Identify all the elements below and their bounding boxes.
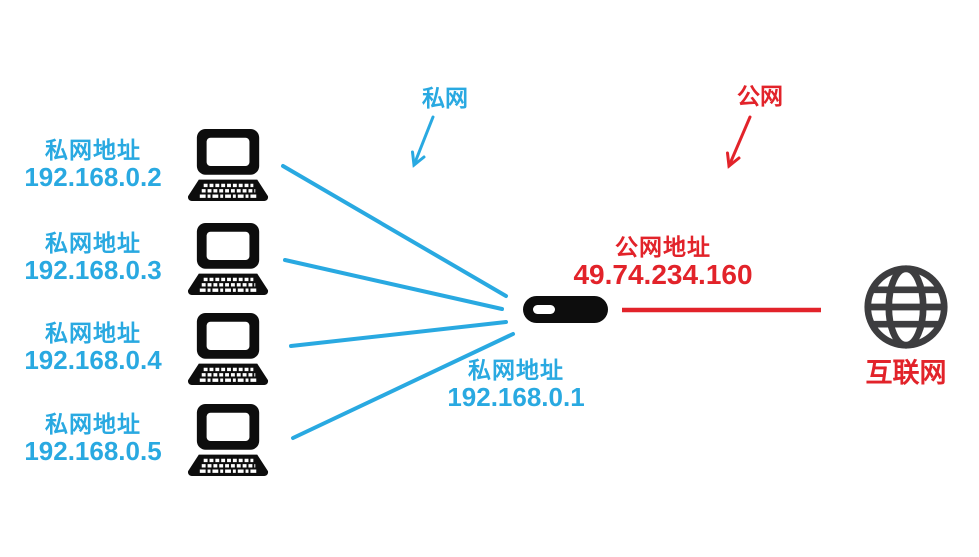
client-3-address-title: 私网地址 [45,320,141,346]
router-private-address-title: 私网地址 [468,357,564,383]
laptop-icon [186,403,270,477]
legend-public-label: 公网 [737,83,783,109]
laptop-icon [186,312,270,386]
private-link-line-2 [283,258,504,311]
router-private-address: 私网地址 192.168.0.1 [396,357,636,411]
client-1-address-title: 私网地址 [45,137,141,163]
router-public-ip: 49.74.234.160 [573,259,753,290]
router-public-address: 公网地址 49.74.234.160 [543,234,783,290]
globe-icon [864,265,948,349]
router-icon [523,296,608,323]
laptop-icon [186,128,270,202]
router-private-ip: 192.168.0.1 [447,382,585,412]
client-4-ip: 192.168.0.5 [24,436,162,466]
laptop-icon [186,222,270,296]
client-3-ip: 192.168.0.4 [24,345,162,375]
router-slot [533,305,555,314]
client-2-address-title: 私网地址 [45,230,141,256]
router-public-address-title: 公网地址 [615,234,711,260]
client-4-address-title: 私网地址 [45,411,141,437]
client-2-address: 私网地址 192.168.0.3 [3,230,183,284]
private-annotation-arrow [411,115,435,168]
internet-label: 互联网 [865,358,947,388]
client-2-ip: 192.168.0.3 [24,255,162,285]
legend-private-label: 私网 [422,85,468,111]
private-link-line-1 [281,164,508,298]
private-link-line-3 [289,320,508,348]
client-4-address: 私网地址 192.168.0.5 [3,411,183,465]
client-1-ip: 192.168.0.2 [24,162,162,192]
client-3-address: 私网地址 192.168.0.4 [3,320,183,374]
client-1-address: 私网地址 192.168.0.2 [3,137,183,191]
public-annotation-arrow [726,115,752,169]
